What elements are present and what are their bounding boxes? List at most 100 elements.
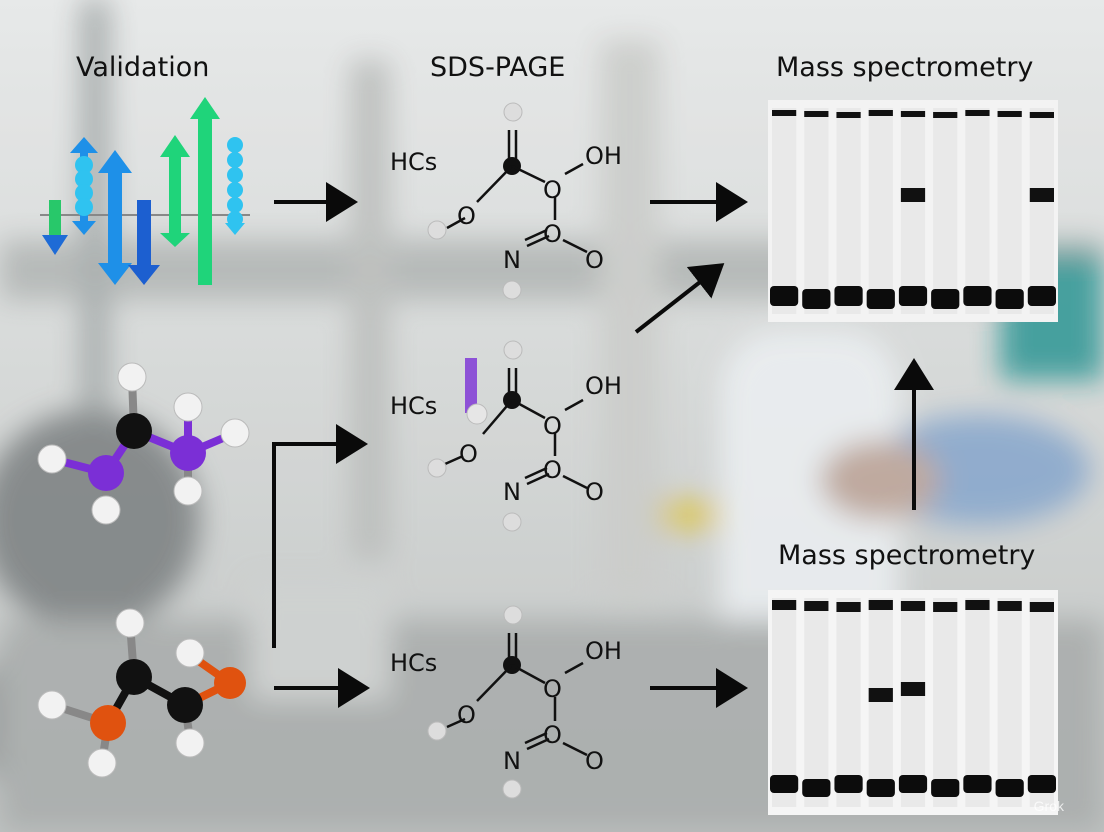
chemical-structure-top: HCs O O OH O N O — [385, 100, 635, 300]
atom-o-left-top: O — [457, 202, 476, 230]
gel-band-bottom — [1027, 286, 1056, 306]
gel-band-top — [997, 601, 1022, 611]
gel-band-bottom — [931, 779, 960, 797]
gel-band-top — [900, 111, 926, 117]
gel-lane — [933, 598, 958, 807]
gel-band-bottom — [1027, 775, 1056, 793]
cyan-bead-column-right — [225, 137, 245, 235]
validation-title: Validation — [76, 52, 210, 83]
gel-band-bottom — [995, 779, 1024, 797]
gel-lane — [804, 108, 829, 314]
hcs-label-bottom: HCs — [390, 649, 438, 677]
gel-band-bottom — [995, 289, 1024, 309]
gel-bottom-lanes — [770, 598, 1056, 807]
watermark-text: Grok — [1033, 798, 1064, 814]
gel-lane — [804, 598, 829, 807]
gel-band-bottom — [802, 779, 831, 797]
gel-lane — [997, 108, 1022, 314]
gel-band-bottom — [898, 775, 928, 793]
orange-molecule-model — [37, 608, 246, 778]
gel-band-top — [933, 602, 958, 612]
hcs-label-middle: HCs — [390, 392, 438, 420]
gel-band-top — [868, 110, 893, 116]
atom-n-middle: N — [503, 478, 521, 506]
gel-lane — [1029, 598, 1054, 807]
gel-lane — [965, 108, 990, 314]
gel-lane — [836, 108, 861, 314]
gel-lane — [900, 598, 926, 807]
gel-band-top — [965, 110, 990, 116]
hcs-label-top: HCs — [390, 148, 438, 176]
chemical-structure-bottom: HCs O O OH O N O — [385, 603, 635, 803]
gel-band-bottom — [834, 286, 863, 306]
atom-n-bottom: N — [503, 747, 521, 775]
gel-band-top — [772, 110, 797, 116]
atom-o-left-middle: O — [459, 440, 478, 468]
atom-oh-top: OH — [585, 142, 622, 170]
gel-band-mid — [1029, 188, 1054, 202]
atom-o-center-top: O — [543, 176, 562, 204]
atom-o-lower-top: O — [543, 220, 562, 248]
gel-image-top — [768, 100, 1058, 322]
gel-lane — [836, 598, 861, 807]
gel-top-lanes — [770, 108, 1056, 314]
gel-band-bottom — [898, 286, 928, 306]
gel-band-top — [836, 112, 861, 118]
structure-bonds-top — [427, 102, 588, 300]
structure-bonds-bottom — [427, 605, 588, 799]
gel-band-top — [1029, 112, 1054, 118]
gel-band-top — [900, 601, 926, 611]
gel-band-bottom — [802, 289, 831, 309]
atom-o-left-bottom: O — [457, 701, 476, 729]
arrow-orange-to-middle — [272, 424, 368, 648]
gel-band-top — [804, 601, 829, 611]
gel-band-mid — [868, 688, 893, 702]
gel-band-bottom — [770, 286, 799, 306]
gel-band-bottom — [770, 775, 799, 793]
gel-band-bottom — [963, 286, 992, 306]
atom-o-lower-middle: O — [543, 456, 562, 484]
cyan-bead-column-left — [70, 137, 98, 235]
green-down-arrow-small — [42, 200, 68, 255]
atom-o-right-top: O — [585, 246, 604, 274]
validation-bars-icon — [40, 97, 250, 285]
gel-lane — [997, 598, 1022, 807]
gel-band-top — [772, 600, 797, 610]
gel-band-top — [804, 111, 829, 117]
gel-band-top — [1029, 602, 1054, 612]
gel-band-top — [836, 602, 861, 612]
gel-band-bottom — [866, 779, 895, 797]
gel-band-mid — [900, 188, 926, 202]
gel-band-top — [868, 600, 893, 610]
purple-molecule-model — [37, 362, 250, 525]
sds-page-title: SDS-PAGE — [430, 52, 566, 83]
navy-down-arrow — [128, 200, 160, 285]
mass-spectrometry-title-bottom: Mass spectrometry — [778, 540, 1036, 571]
atom-o-right-middle: O — [585, 478, 604, 506]
gel-band-top — [933, 112, 958, 118]
chemical-structure-middle: HCs O O OH O N O — [385, 338, 635, 538]
gel-lane — [1029, 108, 1054, 314]
gel-lane — [965, 598, 990, 807]
gel-band-bottom — [866, 289, 895, 309]
atom-o-center-middle: O — [543, 412, 562, 440]
atom-o-center-bottom: O — [543, 675, 562, 703]
structure-bonds-middle — [427, 340, 588, 532]
gel-band-mid — [900, 682, 926, 696]
gel-lane — [933, 108, 958, 314]
green-double-arrow — [160, 135, 190, 247]
gel-lane — [772, 108, 797, 314]
arrow-middle-to-gel-top — [634, 263, 725, 334]
atom-n-top: N — [503, 246, 521, 274]
atom-o-right-bottom: O — [585, 747, 604, 775]
gel-band-top — [965, 600, 990, 610]
gel-image-bottom — [768, 590, 1058, 815]
atom-oh-bottom: OH — [585, 637, 622, 665]
blue-double-arrow — [98, 150, 132, 285]
gel-band-bottom — [963, 775, 992, 793]
gel-lane — [868, 598, 893, 807]
gel-band-bottom — [931, 289, 960, 309]
gel-lane — [772, 598, 797, 807]
